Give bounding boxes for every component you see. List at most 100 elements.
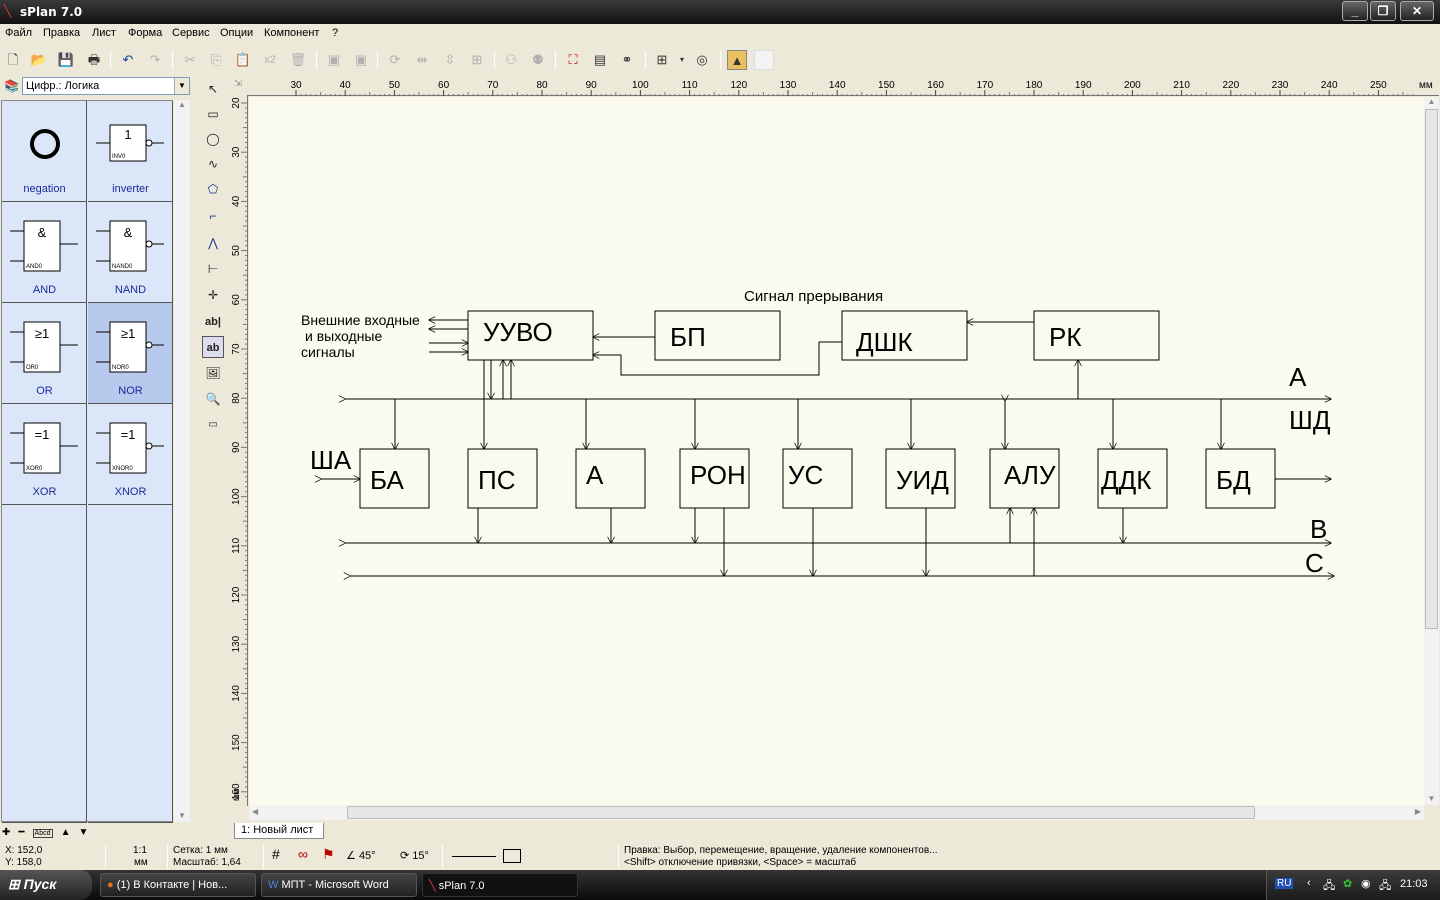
to-front-icon[interactable]: ▣ xyxy=(327,52,341,67)
redo-icon[interactable]: ↷ xyxy=(149,52,161,67)
add-icon[interactable]: ✚ xyxy=(2,827,11,838)
block-ps[interactable] xyxy=(467,448,538,509)
new-file-icon[interactable]: 🗋 xyxy=(7,52,19,67)
document-icon[interactable]: ▤ xyxy=(593,52,607,67)
dimension-tool-icon[interactable]: ⊢ xyxy=(207,262,219,276)
scroll-up-icon[interactable]: ▲ xyxy=(1427,97,1436,106)
menu-file[interactable]: Файл xyxy=(5,27,33,39)
ungroup-icon[interactable]: ⚉ xyxy=(532,52,544,67)
remove-icon[interactable]: ━ xyxy=(18,827,25,838)
block-alu[interactable] xyxy=(989,448,1060,509)
menu-help[interactable]: ? xyxy=(332,27,339,39)
maximize-button[interactable]: ❐ xyxy=(1370,1,1396,21)
block-ron[interactable] xyxy=(679,448,750,509)
palette-item-or[interactable]: ≥1 OR0 OR xyxy=(2,303,87,404)
library-select[interactable]: Цифр.: Логика ▼ xyxy=(22,77,190,95)
rotate-icon[interactable]: ⟳ xyxy=(389,52,401,67)
save-icon[interactable]: 💾 xyxy=(57,52,75,67)
rectangle-tool-icon[interactable]: ▭ xyxy=(207,107,219,121)
measure-tool-icon[interactable]: ▭ xyxy=(208,419,218,430)
open-folder-icon[interactable]: 📂 xyxy=(30,52,48,67)
palette-item-xnor[interactable]: =1 XNOR0 XNOR xyxy=(88,404,173,505)
wire-tool-icon[interactable]: ⌐ xyxy=(209,209,217,223)
group-icon[interactable]: ⚇ xyxy=(505,52,517,67)
minimize-button[interactable]: _ xyxy=(1342,1,1368,21)
palette-item-inverter[interactable]: 1 INV0 inverter xyxy=(88,101,173,202)
icq-icon[interactable]: ✿ xyxy=(1343,878,1353,890)
scroll-down-icon[interactable]: ▼ xyxy=(1427,794,1436,803)
rename-icon[interactable]: Abcd xyxy=(32,829,53,838)
palette-item-negation[interactable]: negation xyxy=(2,101,87,202)
undo-icon[interactable]: ↶ xyxy=(122,52,134,67)
color-icon[interactable]: ▲ xyxy=(727,50,747,70)
scroll-right-icon[interactable]: ▶ xyxy=(1414,807,1421,816)
drawing-canvas[interactable]: Сигнал прерывания Внешние входные и выхо… xyxy=(249,97,1424,805)
print-icon[interactable]: 🖶 xyxy=(87,52,101,67)
palette-item-and[interactable]: & AND0 AND xyxy=(2,202,87,303)
menu-edit[interactable]: Правка xyxy=(43,27,81,39)
palette-item-nor[interactable]: ≥1 NOR0 NOR xyxy=(88,303,173,404)
close-button[interactable]: ✕ xyxy=(1400,1,1434,21)
menu-component[interactable]: Компонент xyxy=(264,27,320,39)
network-2-icon[interactable]: 🖧 xyxy=(1379,880,1392,892)
angle-45-toggle[interactable]: ∠ 45° xyxy=(346,850,376,862)
zoom-tool-icon[interactable]: 🔍 xyxy=(205,392,221,406)
delete-icon[interactable]: 🗑 xyxy=(289,52,307,67)
ellipse-tool-icon[interactable]: ◯ xyxy=(206,132,220,146)
canvas-horizontal-scrollbar[interactable]: ◀ ▶ xyxy=(249,805,1424,820)
volume-icon[interactable]: ◉ xyxy=(1361,878,1371,890)
line-tool-icon[interactable]: ∿ xyxy=(207,157,219,171)
zoom-fit-icon[interactable]: ◎ xyxy=(696,52,708,67)
paste-icon[interactable]: 📋 xyxy=(234,52,252,67)
snap-icon[interactable]: ∞ xyxy=(298,846,308,862)
menu-sheet[interactable]: Лист xyxy=(92,27,116,39)
blank-tool-icon[interactable] xyxy=(754,50,774,70)
label-tool-icon[interactable]: ab xyxy=(202,336,224,358)
binoculars-icon[interactable]: ⚭ xyxy=(621,52,633,67)
select-arrow-icon[interactable]: ↖ xyxy=(207,82,219,96)
grid-toggle-icon[interactable]: # xyxy=(272,846,280,862)
task-word[interactable]: W МПТ - Microsoft Word xyxy=(261,873,417,897)
cut-icon[interactable]: ✂ xyxy=(184,52,196,67)
image-tool-icon[interactable]: 🖼 xyxy=(205,366,221,380)
scroll-thumb[interactable] xyxy=(1425,109,1438,629)
junction-tool-icon[interactable]: ✛ xyxy=(207,288,219,302)
block-uid[interactable] xyxy=(885,448,956,509)
polygon-tool-icon[interactable]: ⬠ xyxy=(207,182,219,196)
sheet-tab[interactable]: 1: Новый лист xyxy=(234,823,324,839)
start-button[interactable]: ⊞ Пуск xyxy=(0,870,92,900)
clock[interactable]: 21:03 xyxy=(1400,878,1428,890)
move-down-icon[interactable]: ▼ xyxy=(78,827,89,838)
angle-15-toggle[interactable]: ⟳ 15° xyxy=(400,850,429,862)
block-us[interactable] xyxy=(782,448,853,509)
palette-scrollbar[interactable]: ▲ ▼ xyxy=(174,100,190,822)
grid-icon[interactable]: ⊞ xyxy=(656,52,668,67)
language-indicator[interactable]: RU xyxy=(1275,878,1294,889)
menu-service[interactable]: Сервис xyxy=(172,27,210,39)
fill-style-icon[interactable] xyxy=(503,849,521,863)
network-icon[interactable]: 🖧 xyxy=(1323,880,1336,892)
palette-item-nand[interactable]: & NAND0 NAND xyxy=(88,202,173,303)
scroll-down-icon[interactable]: ▼ xyxy=(178,811,186,820)
scroll-thumb[interactable] xyxy=(347,806,1255,819)
to-back-icon[interactable]: ▣ xyxy=(354,52,368,67)
block-bp[interactable] xyxy=(654,310,781,361)
grid-dropdown-icon[interactable]: ▾ xyxy=(679,55,684,64)
mirror-h-icon[interactable]: ⇹ xyxy=(416,52,428,67)
copy-icon[interactable]: ⎘ xyxy=(210,52,222,67)
duplicate-x2-icon[interactable]: x2 xyxy=(264,54,276,66)
parts-list-icon[interactable]: ⛶ xyxy=(568,52,578,67)
block-rk[interactable] xyxy=(1033,310,1160,361)
canvas-vertical-scrollbar[interactable]: ▲ ▼ xyxy=(1424,97,1439,805)
line-style-icon[interactable] xyxy=(452,856,496,857)
tray-expand-icon[interactable]: ‹ xyxy=(1307,877,1311,889)
mirror-v-icon[interactable]: ⇳ xyxy=(444,52,456,67)
task-splan[interactable]: ╲ sPlan 7.0 xyxy=(422,873,578,897)
bezier-tool-icon[interactable]: ⋀ xyxy=(208,236,218,250)
pin-icon[interactable]: ⚑ xyxy=(322,846,335,862)
palette-item-xor[interactable]: =1 XOR0 XOR xyxy=(2,404,87,505)
move-up-icon[interactable]: ▲ xyxy=(60,827,71,838)
text-tool-icon[interactable]: ab| xyxy=(205,316,221,328)
menu-shape[interactable]: Форма xyxy=(128,27,163,39)
scroll-up-icon[interactable]: ▲ xyxy=(178,100,186,109)
